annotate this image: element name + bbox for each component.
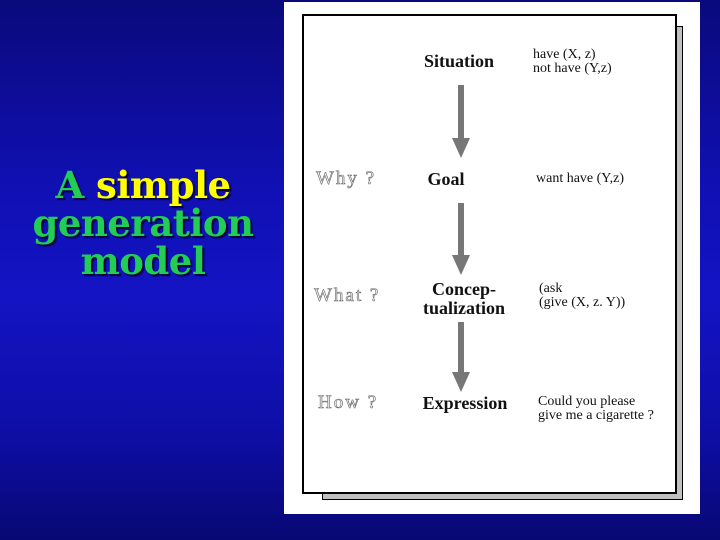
arrow-down-icon xyxy=(452,322,470,394)
note-situation: have (X, z) not have (Y,z) xyxy=(533,47,612,76)
note-goal: want have (Y,z) xyxy=(536,171,624,186)
note-expression: Could you please give me a cigarette ? xyxy=(538,394,654,423)
title-word-a: A xyxy=(55,163,84,207)
slide-title: A simple generation model xyxy=(18,166,268,280)
note-conceptualization: (ask (give (X, z. Y)) xyxy=(539,281,626,310)
stage-conceptualization: Concep- tualization xyxy=(404,280,524,318)
question-what: What ? xyxy=(314,285,381,307)
question-why: Why ? xyxy=(316,168,377,190)
title-line-3: model xyxy=(80,239,206,283)
stage-conceptualization-line-2: tualization xyxy=(422,298,505,318)
arrow-down-icon xyxy=(452,203,470,276)
title-line-1: A simple xyxy=(18,166,268,204)
stage-situation: Situation xyxy=(423,51,495,71)
question-how: How ? xyxy=(318,392,379,414)
stage-expression: Expression xyxy=(422,393,508,413)
title-word-simple: simple xyxy=(96,163,231,207)
stage-conceptualization-line-1: Concep- xyxy=(432,279,496,299)
diagram-frame xyxy=(302,14,677,494)
arrow-down-icon xyxy=(452,85,470,159)
stage-goal: Goal xyxy=(427,169,465,189)
title-line-2: generation xyxy=(32,201,254,245)
